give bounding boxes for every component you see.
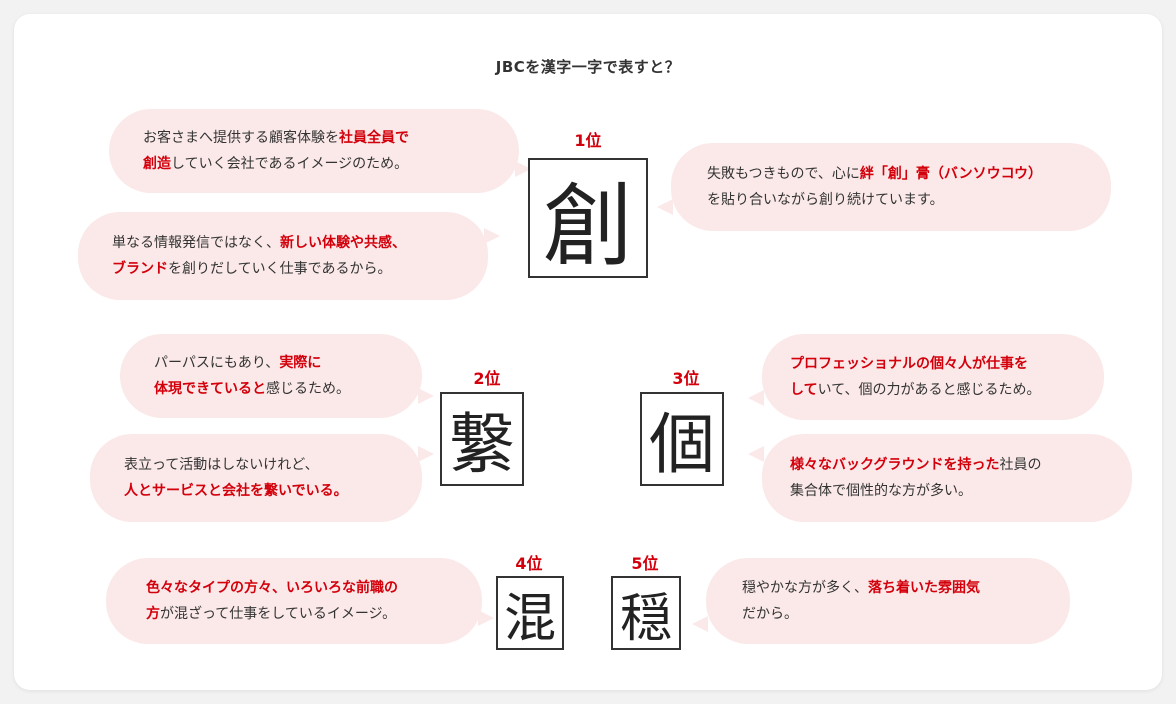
bubble-line: 表立って活動はしないけれど、 — [124, 452, 422, 478]
bubble-highlight: 創造 — [143, 156, 171, 172]
bubble-text: 集合体で個性的な方が多い。 — [790, 483, 972, 499]
bubble-line: 方が混ざって仕事をしているイメージ。 — [146, 601, 482, 627]
comment-bubble-8: 色々なタイプの方々、いろいろな前職の 方が混ざって仕事をしているイメージ。 — [106, 558, 494, 644]
bubble-text: 失敗もつきもので、心に — [707, 166, 860, 182]
comment-bubble-4: パーパスにもあり、実際に 体現できていると感じるため。 — [120, 334, 434, 418]
comment-bubble-7: 様々なバックグラウンドを持った社員の 集合体で個性的な方が多い。 — [748, 434, 1132, 522]
bubble-line: 単なる情報発信ではなく、新しい体験や共感、 — [112, 230, 488, 256]
bubble-line: を貼り合いながら創り続けています。 — [707, 187, 1111, 213]
bubble-line: パーパスにもあり、実際に — [154, 350, 422, 376]
rank-3-kanji: 個 — [640, 392, 724, 486]
bubble-tail — [515, 161, 531, 177]
bubble-highlight: 絆「創」膏（バンソウコウ） — [859, 166, 1043, 182]
bubble-tail — [692, 616, 708, 632]
bubble-line: 体現できていると感じるため。 — [154, 376, 422, 402]
bubble-text: だから。 — [742, 606, 798, 622]
bubble-highlight: 体現できていると — [154, 381, 266, 397]
rank-5-label: 5位 — [631, 554, 659, 573]
bubble-text: お客さまへ提供する顧客体験を — [143, 130, 339, 146]
rank-3-label: 3位 — [672, 369, 700, 388]
comment-bubble-6: プロフェッショナルの個々人が仕事を していて、個の力があると感じるため。 — [748, 334, 1104, 420]
bubble-text: パーパスにもあり、 — [154, 355, 280, 371]
bubble-tail — [748, 390, 764, 406]
bubble-highlight: して — [790, 382, 818, 398]
bubble-tail — [418, 446, 434, 462]
bubble-line: 穏やかな方が多く、落ち着いた雰囲気 — [742, 575, 1070, 601]
bubble-text: いて、個の力があると感じるため。 — [817, 382, 1041, 398]
bubble-line: 失敗もつきもので、心に絆「創」膏（バンソウコウ） — [707, 161, 1111, 187]
bubble-highlight: 色々なタイプの方々、いろいろな前職の — [146, 580, 398, 596]
bubble-tail — [748, 446, 764, 462]
rank-4-kanji: 混 — [496, 576, 564, 650]
bubble-highlight: 実際に — [279, 355, 322, 371]
bubble-line: 様々なバックグラウンドを持った社員の — [790, 452, 1132, 478]
bubble-highlight: 社員全員で — [339, 130, 409, 146]
rank-2-label: 2位 — [473, 369, 501, 388]
bubble-text: 表立って活動はしないけれど、 — [124, 457, 319, 473]
bubble-text: 感じるため。 — [266, 381, 350, 397]
bubble-highlight: 落ち着いた雰囲気 — [868, 580, 980, 596]
comment-bubble-3: 失敗もつきもので、心に絆「創」膏（バンソウコウ） を貼り合いながら創り続けていま… — [657, 143, 1111, 231]
bubble-line: 人とサービスと会社を繋いでいる。 — [124, 483, 348, 499]
bubble-line: お客さまへ提供する顧客体験を社員全員で — [143, 125, 519, 151]
bubble-highlight: 方 — [146, 606, 160, 622]
bubble-text: を創りだしていく仕事であるから。 — [168, 261, 392, 277]
bubble-line: 集合体で個性的な方が多い。 — [790, 478, 1132, 504]
bubble-line: 創造していく会社であるイメージのため。 — [143, 151, 519, 177]
card: JBCを漢字一字で表すと？ お客さまへ提供する顧客体験を社員全員で 創造していく… — [14, 14, 1162, 690]
comment-bubble-2: 単なる情報発信ではなく、新しい体験や共感、 ブランドを創りだしていく仕事であるか… — [78, 212, 500, 300]
bubble-text: 単なる情報発信ではなく、 — [112, 235, 280, 251]
rank-1-kanji: 創 — [528, 158, 648, 279]
bubble-line: プロフェッショナルの個々人が仕事を — [790, 356, 1028, 372]
bubble-line: 色々なタイプの方々、いろいろな前職の — [146, 575, 482, 601]
bubble-tail — [478, 610, 494, 626]
bubble-text: 穏やかな方が多く、 — [742, 580, 868, 596]
rank-1-label: 1位 — [574, 131, 602, 150]
bubble-tail — [657, 199, 673, 215]
comment-bubble-9: 穏やかな方が多く、落ち着いた雰囲気 だから。 — [692, 558, 1070, 644]
rank-4-label: 4位 — [515, 554, 543, 573]
rank-5-kanji: 穏 — [611, 576, 681, 650]
bubble-tail — [418, 388, 434, 404]
bubble-text: 社員の — [999, 457, 1042, 473]
page-title: JBCを漢字一字で表すと？ — [495, 58, 681, 76]
bubble-text: を貼り合いながら創り続けています。 — [707, 192, 944, 208]
bubble-highlight: 新しい体験や共感、 — [280, 235, 406, 251]
bubble-text: が混ざって仕事をしているイメージ。 — [160, 606, 397, 622]
comment-bubble-1: お客さまへ提供する顧客体験を社員全員で 創造していく会社であるイメージのため。 — [109, 109, 531, 193]
comment-bubble-5: 表立って活動はしないけれど、 人とサービスと会社を繋いでいる。 — [90, 434, 434, 522]
bubble-tail — [484, 228, 500, 244]
rank-2-kanji: 繋 — [440, 392, 524, 486]
bubble-line: ブランドを創りだしていく仕事であるから。 — [112, 256, 488, 282]
bubble-highlight: ブランド — [112, 261, 168, 277]
bubble-highlight: 様々なバックグラウンドを持った — [790, 457, 1000, 473]
bubble-text: していく会社であるイメージのため。 — [171, 156, 409, 172]
bubble-line: していて、個の力があると感じるため。 — [790, 377, 1104, 403]
bubble-line: だから。 — [742, 601, 1070, 627]
